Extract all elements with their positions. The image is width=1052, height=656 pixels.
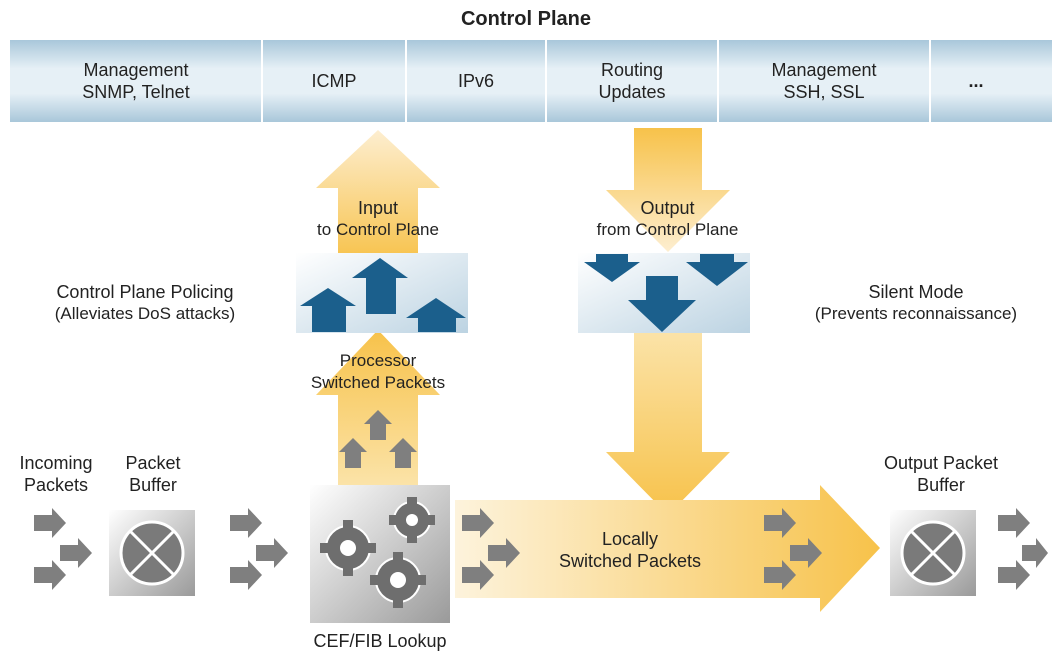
- output-packet-buffer-label: Output Packet Buffer: [858, 452, 1024, 496]
- processor-packets-icons: [339, 410, 417, 468]
- incoming-line2: Packets: [23, 475, 89, 495]
- packet-arrow-icon: [998, 508, 1030, 538]
- output-arrow: [606, 128, 730, 252]
- cp-item-line1: Management: [83, 60, 189, 80]
- silent-line1: Silent Mode: [868, 282, 964, 302]
- grey-up-arrow-icon: [364, 410, 392, 440]
- packet-arrow-icon: [790, 538, 822, 568]
- packet-arrow-icon: [998, 560, 1030, 590]
- cp-item-ipv6: IPv6: [406, 40, 546, 122]
- processor-line1: Processor: [339, 351, 417, 370]
- blue-down-arrow-icon: [584, 254, 640, 282]
- packet-arrow-icon: [462, 508, 494, 538]
- cp-item-line1: IPv6: [457, 71, 495, 91]
- locally-line2: Switched Packets: [558, 551, 702, 571]
- cef-fib-lookup-icon: [310, 485, 450, 623]
- output-silent-panel: [578, 253, 750, 333]
- locally-line1: Locally: [601, 529, 659, 549]
- packet-arrow-icon: [230, 560, 262, 590]
- grey-up-arrow-icon: [339, 438, 367, 468]
- control-plane-bar: [10, 40, 1052, 122]
- output-buffer-line1: Output Packet: [883, 453, 999, 473]
- cp-item-line1: Management: [771, 60, 877, 80]
- blue-up-arrow-icon: [300, 288, 356, 332]
- blue-down-arrow-icon: [628, 276, 696, 332]
- blue-up-arrow-icon: [406, 298, 466, 332]
- cp-item-line2: SSH, SSL: [783, 82, 865, 102]
- packet-arrow-icon: [230, 508, 262, 538]
- output-label: Output from Control Plane: [565, 197, 770, 241]
- processor-line2: Switched Packets: [310, 373, 446, 392]
- silent-line2: (Prevents reconnaissance): [814, 304, 1018, 323]
- input-label-line1: Input: [357, 198, 399, 218]
- output-packet-buffer-icon: [890, 510, 976, 596]
- cpp-line1: Control Plane Policing: [56, 282, 234, 302]
- control-plane-policing-label: Control Plane Policing (Alleviates DoS a…: [20, 281, 270, 325]
- cp-item-line1: Routing: [600, 60, 664, 80]
- packet-flow-icons: [34, 508, 1048, 590]
- output-buffer-line2: Buffer: [917, 475, 965, 495]
- silent-mode-label: Silent Mode (Prevents reconnaissance): [782, 281, 1050, 325]
- input-policing-panel: [296, 253, 468, 333]
- packet-buffer-label: Packet Buffer: [105, 452, 201, 496]
- incoming-line1: Incoming: [19, 453, 93, 473]
- locally-switched-label: Locally Switched Packets: [520, 528, 740, 572]
- processor-switched-label: Processor Switched Packets: [278, 350, 478, 394]
- cp-item-line1: ICMP: [311, 71, 357, 91]
- packet-arrow-icon: [60, 538, 92, 568]
- output-label-line1: Output: [640, 198, 695, 218]
- packet-buffer-line2: Buffer: [129, 475, 177, 495]
- blue-down-arrow-icon: [686, 254, 748, 286]
- input-arrow: [316, 130, 440, 262]
- input-label: Input to Control Plane: [278, 197, 478, 241]
- packet-arrow-icon: [764, 560, 796, 590]
- output-label-line2: from Control Plane: [596, 220, 739, 239]
- blue-up-arrow-icon: [352, 258, 408, 314]
- packet-buffer-icon: [109, 510, 195, 596]
- packet-buffer-line1: Packet: [125, 453, 181, 473]
- cp-item-line2: SNMP, Telnet: [82, 82, 190, 102]
- control-plane-title: Control Plane: [460, 8, 591, 30]
- cef-fib-lookup-label: CEF/FIB Lookup: [313, 631, 447, 651]
- cpp-line2: (Alleviates DoS attacks): [54, 304, 236, 323]
- input-label-line2: to Control Plane: [317, 220, 439, 239]
- packet-arrow-icon: [34, 508, 66, 538]
- packet-arrow-icon: [1022, 538, 1048, 568]
- incoming-packets-label: Incoming Packets: [4, 452, 108, 496]
- packet-arrow-icon: [764, 508, 796, 538]
- grey-up-arrow-icon: [389, 438, 417, 468]
- output-down-arrow: [606, 332, 730, 515]
- packet-arrow-icon: [256, 538, 288, 568]
- packet-arrow-icon: [488, 538, 520, 568]
- packet-arrow-icon: [34, 560, 66, 590]
- cp-item-more: ...: [930, 40, 1022, 122]
- cp-item-line2: Updates: [598, 82, 666, 102]
- cp-item-line1: ...: [968, 71, 984, 91]
- cp-item-icmp: ICMP: [262, 40, 406, 122]
- packet-arrow-icon: [462, 560, 494, 590]
